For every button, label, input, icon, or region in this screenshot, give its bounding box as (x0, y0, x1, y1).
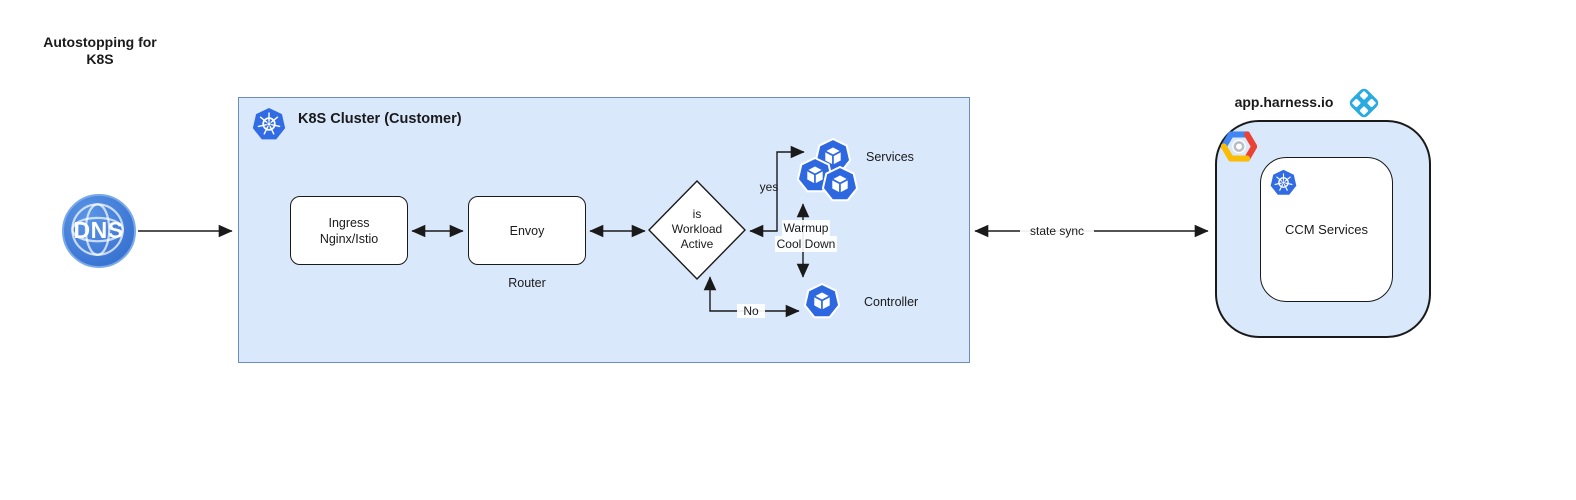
pod-icon (822, 166, 858, 202)
harness-title: app.harness.io (1234, 94, 1334, 110)
cluster-title: K8S Cluster (Customer) (298, 111, 462, 127)
ingress-label-line2: Nginx/Istio (319, 231, 379, 246)
ingress-label-line1: Ingress (328, 215, 370, 230)
ingress-node: Ingress Nginx/Istio (290, 196, 408, 265)
envoy-label: Envoy (509, 223, 545, 238)
dns-node: DNS (62, 194, 136, 268)
edge-label-warmup-cooldown: Warmup Cool Down (764, 220, 848, 252)
decision-line3: Active (680, 237, 714, 251)
envoy-node: Envoy (468, 196, 586, 265)
kubernetes-icon (1270, 169, 1297, 196)
router-caption: Router (508, 276, 546, 290)
services-label: Services (866, 150, 914, 164)
harness-logo-icon (1345, 84, 1383, 122)
edge-label-no: No (737, 304, 765, 318)
ccm-services-label: CCM Services (1284, 222, 1369, 237)
ccm-services-node (1260, 157, 1393, 302)
dns-label: DNS (73, 217, 124, 243)
decision-line1: is (692, 207, 702, 221)
warmup-line1: Warmup (781, 220, 831, 236)
edge-label-state-sync: state sync (1020, 224, 1094, 238)
page-title: Autostopping for K8S (18, 34, 182, 68)
controller-label: Controller (864, 295, 919, 309)
google-cloud-icon (1221, 131, 1257, 162)
page-title-line2: K8S (86, 51, 114, 67)
edge-label-yes: yes (759, 180, 779, 194)
decision-line2: Workload (671, 222, 723, 236)
page-title-line1: Autostopping for (43, 34, 157, 50)
decision-node-label: is Workload Active (649, 207, 745, 252)
warmup-line2: Cool Down (774, 236, 838, 252)
kubernetes-icon (252, 107, 286, 141)
controller-pod-icon (804, 283, 840, 319)
